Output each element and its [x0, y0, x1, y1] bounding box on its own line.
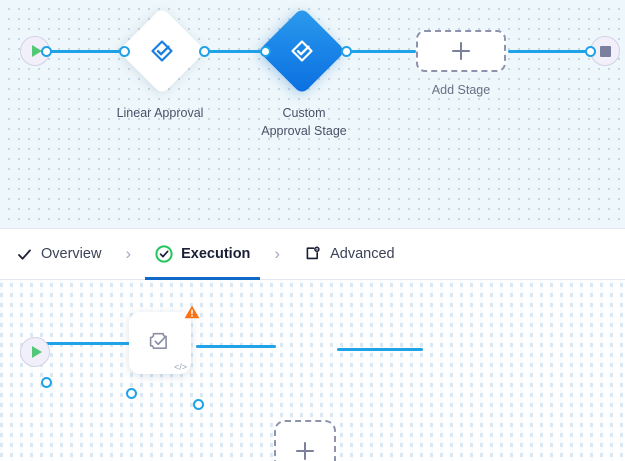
- step-flow-canvas[interactable]: </> Custom Approval Add Step: [0, 280, 625, 461]
- plus-icon: [296, 442, 314, 460]
- stage-start-output-port[interactable]: [41, 45, 52, 57]
- play-icon: [31, 45, 42, 57]
- add-stage-label: Add Stage: [431, 83, 491, 97]
- tab-advanced[interactable]: Advanced: [302, 228, 397, 280]
- custom-approval-output-port[interactable]: [193, 398, 204, 410]
- card-gear-icon: [304, 245, 322, 263]
- step-start-output-port[interactable]: [41, 376, 52, 388]
- step-start-node[interactable]: [20, 337, 50, 367]
- stage-end-input-port[interactable]: [585, 45, 596, 57]
- tab-execution[interactable]: Execution: [145, 228, 261, 280]
- tab-separator: ›: [274, 244, 281, 263]
- step-node-custom-approval[interactable]: </>: [129, 305, 200, 374]
- linear-approval-output-port[interactable]: [199, 45, 210, 57]
- custom-approval-stage-output-port[interactable]: [341, 45, 352, 57]
- add-step-button[interactable]: [274, 420, 336, 461]
- stage-label-linear-approval: Linear Approval: [116, 106, 204, 120]
- linear-approval-input-port[interactable]: [119, 45, 130, 57]
- edge-add-stage-to-end: [508, 50, 588, 53]
- tab-advanced-label: Advanced: [330, 246, 395, 262]
- script-task-icon: [145, 326, 175, 361]
- stop-icon: [599, 45, 611, 57]
- tab-overview-label: Overview: [41, 246, 102, 262]
- edge-start-to-linear-approval: [44, 50, 122, 53]
- stage-node-linear-approval[interactable]: [118, 7, 206, 95]
- check-circle-icon: [155, 245, 173, 263]
- tab-separator: ›: [125, 244, 132, 263]
- custom-approval-stage-input-port[interactable]: [260, 45, 271, 57]
- tab-execution-label: Execution: [181, 246, 251, 262]
- play-icon: [31, 346, 42, 358]
- edge-custom-to-add-stage: [344, 50, 416, 53]
- add-stage-button[interactable]: [416, 30, 506, 72]
- tab-overview[interactable]: Overview: [14, 228, 103, 280]
- warning-icon: [183, 303, 201, 326]
- edge-start-to-custom-approval: [44, 342, 134, 345]
- edge-custom-approval-to-add-step: [196, 345, 276, 348]
- stage-label-custom-approval-stage: Custom Approval Stage: [261, 106, 347, 138]
- code-icon: </>: [173, 362, 187, 372]
- edge-linear-to-custom-approval: [202, 50, 280, 53]
- approval-stage-icon: [287, 36, 317, 66]
- stage-flow-canvas[interactable]: Linear Approval Custom Approval Stage Ad…: [0, 0, 625, 228]
- stage-start-node[interactable]: [20, 36, 50, 66]
- edge-add-step-to-end: [337, 348, 423, 351]
- breadcrumb-tab-bar: Overview › Execution › Advanced: [0, 228, 625, 280]
- stage-node-custom-approval-stage[interactable]: [258, 7, 346, 95]
- plus-icon: [452, 42, 470, 60]
- check-icon: [16, 246, 33, 263]
- approval-stage-icon: [147, 36, 177, 66]
- custom-approval-input-port[interactable]: [126, 387, 137, 399]
